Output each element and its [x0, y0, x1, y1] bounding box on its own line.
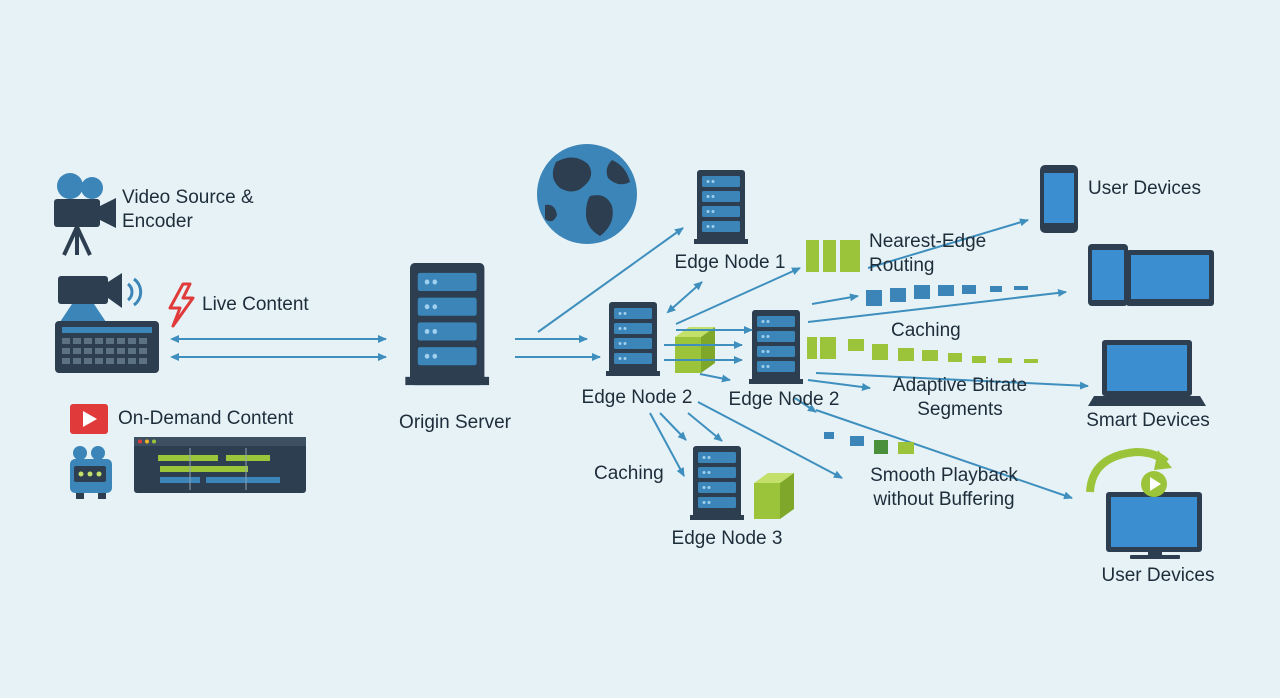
video-source-label-line1: Video Source & [122, 187, 254, 208]
lightning-icon [168, 282, 195, 328]
origin-server-icon [405, 263, 490, 386]
broadcast-camera-icon [58, 273, 143, 322]
refresh-arrow-icon [1086, 447, 1172, 493]
smooth-playback-label: Smooth Playback without Buffering [870, 464, 1018, 512]
video-camera-icon [54, 173, 116, 256]
live-content-label: Live Content [202, 294, 309, 315]
nearest-edge-routing-line2: Routing [869, 255, 935, 276]
adaptive-bitrate-label: Adaptive Bitrate Segments [893, 374, 1027, 422]
edge-node-1-server-icon [694, 170, 748, 244]
video-source-label: Video Source & Encoder [122, 186, 254, 234]
edge-node-3-label: Edge Node 3 [671, 528, 783, 549]
playback-segments [824, 432, 914, 454]
globe-icon [537, 144, 637, 244]
bitrate-segments-blue [866, 285, 1028, 306]
smart-devices-label: Smart Devices [1086, 410, 1210, 431]
user-devices-bottom-label: User Devices [1101, 565, 1215, 586]
smartphone-icon [1040, 165, 1078, 233]
nearest-edge-routing-label: Nearest-Edge Routing [869, 230, 986, 278]
on-demand-content-label: On-Demand Content [118, 408, 294, 429]
edge-node-2a-label: Edge Node 2 [581, 387, 693, 408]
device-arrows [807, 218, 1089, 500]
edge-arrows [649, 267, 871, 479]
origin-edge-arrows [515, 227, 684, 361]
monitor-icon [1106, 471, 1202, 559]
smooth-playback-line2: without Buffering [873, 489, 1015, 510]
tablet-icon [1088, 244, 1214, 306]
source-origin-arrows [170, 335, 387, 361]
robot-camera-icon [70, 446, 112, 499]
laptop-icon [1088, 340, 1206, 406]
edge-node-2b-label: Edge Node 2 [728, 389, 840, 410]
play-button-icon [70, 404, 108, 434]
segment-blocks-icon [806, 240, 860, 272]
timeline-editor-icon [134, 437, 306, 493]
smooth-playback-line1: Smooth Playback [870, 465, 1018, 486]
edge-node-1-label: Edge Node 1 [674, 252, 786, 273]
user-devices-top-label: User Devices [1088, 178, 1201, 199]
cache-cube-icon-2 [754, 473, 794, 519]
encoder-keyboard-icon [55, 321, 159, 373]
cache-cube-icon [675, 327, 715, 373]
origin-server-label: Origin Server [399, 412, 511, 433]
adaptive-bitrate-line1: Adaptive Bitrate [892, 375, 1028, 396]
caching-label-right: Caching [891, 320, 961, 341]
nearest-edge-routing-line1: Nearest-Edge [869, 231, 987, 252]
bitrate-segments-green [807, 337, 1038, 363]
edge-node-3-server-icon [690, 446, 744, 520]
adaptive-bitrate-line2: Segments [917, 399, 1003, 420]
video-source-label-line2: Encoder [122, 211, 193, 232]
edge-node-2a-server-icon [606, 302, 660, 376]
edge-node-2b-server-icon [749, 310, 803, 384]
caching-label-left: Caching [594, 463, 664, 484]
